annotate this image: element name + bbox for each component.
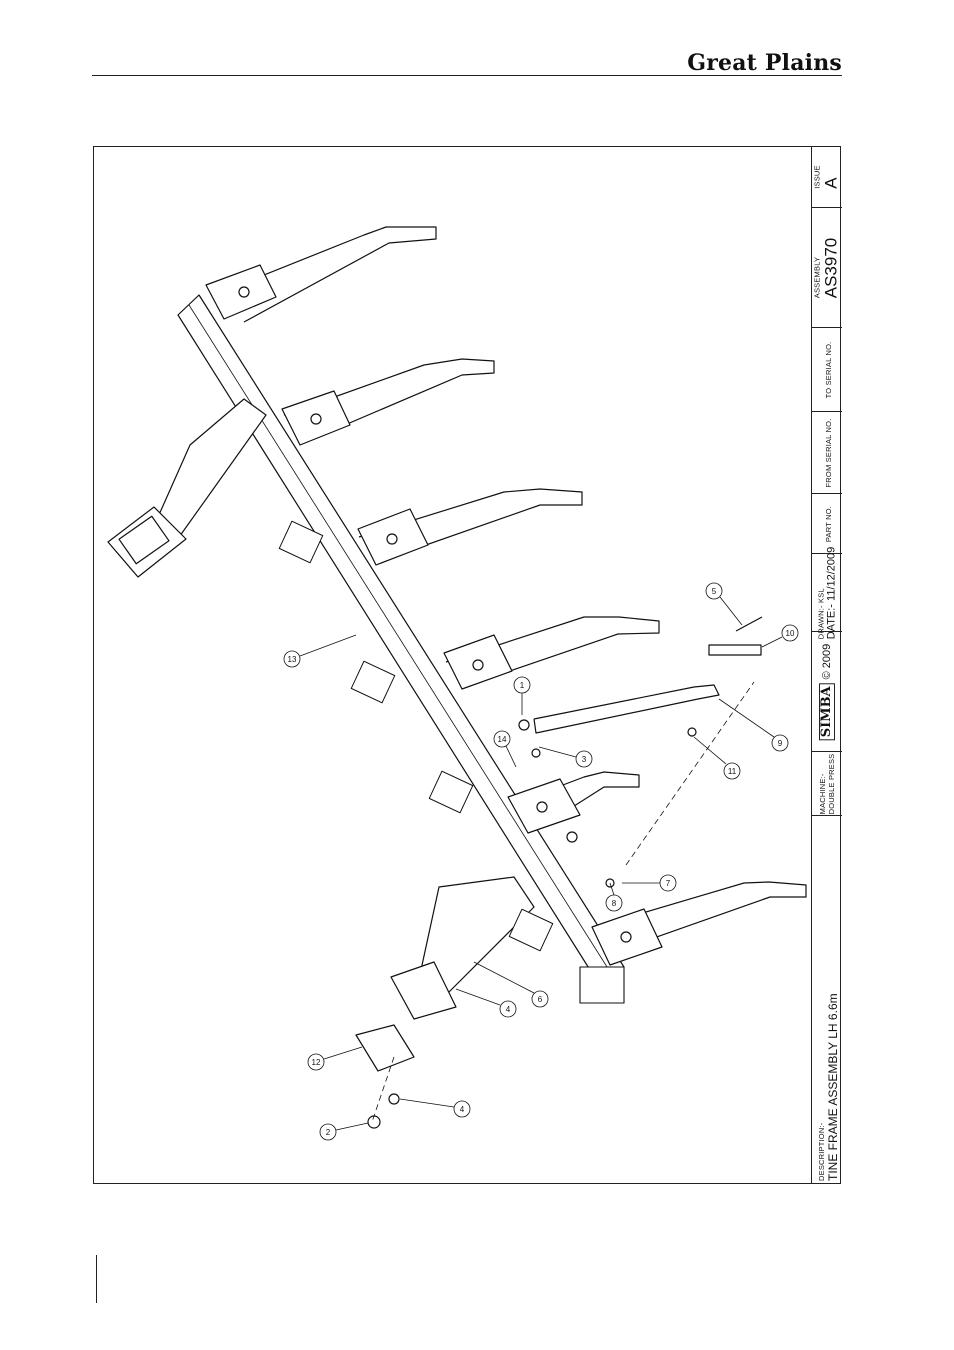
callout-2: 2 [320, 1123, 368, 1140]
svg-text:5: 5 [712, 587, 717, 596]
from-serial-cell: FROM SERIAL NO. [812, 411, 842, 493]
svg-text:4: 4 [506, 1005, 511, 1014]
callout-4b: 4 [400, 1099, 470, 1117]
part-4-washer [389, 1094, 399, 1104]
description-value: TINE FRAME ASSEMBLY LH 6.6m [826, 993, 840, 1181]
callout-6: 6 [474, 962, 548, 1007]
drawing-frame: 13 1 14 3 9 10 5 11 7 8 6 4 12 4 2 ISSUE… [93, 146, 841, 1184]
svg-text:3: 3 [582, 755, 587, 764]
part-12-plate [356, 1025, 414, 1071]
part-no-label: PART NO. [824, 505, 833, 541]
to-serial-cell: TO SERIAL NO. [812, 327, 842, 411]
drawn-cell: DRAWN:- KSL DATE:- 11/12/2009 [812, 553, 842, 631]
callout-12: 12 [308, 1047, 362, 1070]
svg-text:9: 9 [778, 739, 783, 748]
callout-3: 3 [539, 747, 592, 767]
assembly-number: AS3970 [822, 237, 842, 298]
description-label: DESCRIPTION:- [817, 993, 826, 1181]
drawing-date: DATE:- 11/12/2009 [826, 546, 838, 639]
from-serial-label: FROM SERIAL NO. [824, 418, 833, 487]
svg-text:2: 2 [326, 1128, 331, 1137]
svg-text:11: 11 [728, 767, 737, 776]
issue-value: A [822, 177, 842, 188]
tine-6 [592, 882, 806, 965]
part-9-tine [534, 685, 719, 733]
svg-text:13: 13 [288, 655, 297, 664]
callout-10: 10 [762, 625, 798, 647]
tine-1 [206, 227, 436, 322]
svg-text:10: 10 [786, 629, 795, 638]
machine-value: DOUBLE PRESS [827, 753, 836, 814]
machine-cell: MACHINE:- DOUBLE PRESS [812, 751, 842, 815]
part-2-nut [368, 1116, 380, 1128]
machine-label: MACHINE:- [818, 773, 827, 814]
callout-13: 13 [284, 635, 356, 667]
simba-logo: SIMBA [819, 683, 835, 740]
callout-9: 9 [719, 699, 788, 751]
copyright: © 2009 [821, 643, 833, 679]
footer-rule [96, 1255, 97, 1303]
tine-2 [282, 359, 494, 445]
svg-text:8: 8 [612, 899, 617, 908]
issue-cell: ISSUE A [812, 147, 842, 207]
to-serial-label: TO SERIAL NO. [824, 341, 833, 398]
title-block: ISSUE A ASSEMBLY AS3970 TO SERIAL NO. FR… [811, 147, 842, 1183]
svg-text:7: 7 [666, 879, 671, 888]
callout-5: 5 [706, 583, 742, 625]
svg-text:4: 4 [460, 1105, 465, 1114]
callout-1: 1 [514, 677, 530, 715]
svg-text:14: 14 [498, 735, 507, 744]
svg-text:12: 12 [312, 1058, 321, 1067]
brand-logo: Great Plains [687, 50, 842, 76]
part-no-cell: PART NO. [812, 493, 842, 553]
description-cell: DESCRIPTION:- TINE FRAME ASSEMBLY LH 6.6… [812, 815, 842, 1183]
part-5-bolt [736, 617, 762, 631]
callout-14: 14 [494, 731, 516, 767]
assembly-cell: ASSEMBLY AS3970 [812, 207, 842, 327]
exploded-parts-drawing: 13 1 14 3 9 10 5 11 7 8 6 4 12 4 2 [94, 147, 811, 1183]
issue-label: ISSUE [813, 165, 822, 189]
callout-7: 7 [622, 875, 676, 891]
logo-cell: SIMBA © 2009 [812, 631, 842, 751]
svg-text:6: 6 [538, 995, 543, 1004]
assembly-label: ASSEMBLY [813, 256, 822, 297]
svg-text:1: 1 [520, 681, 525, 690]
tine-3 [358, 489, 582, 565]
header-rule [92, 75, 842, 76]
tine-4 [444, 617, 659, 689]
part-10-clamp [709, 645, 761, 655]
tine-5 [508, 772, 639, 833]
callout-4a: 4 [456, 989, 516, 1017]
